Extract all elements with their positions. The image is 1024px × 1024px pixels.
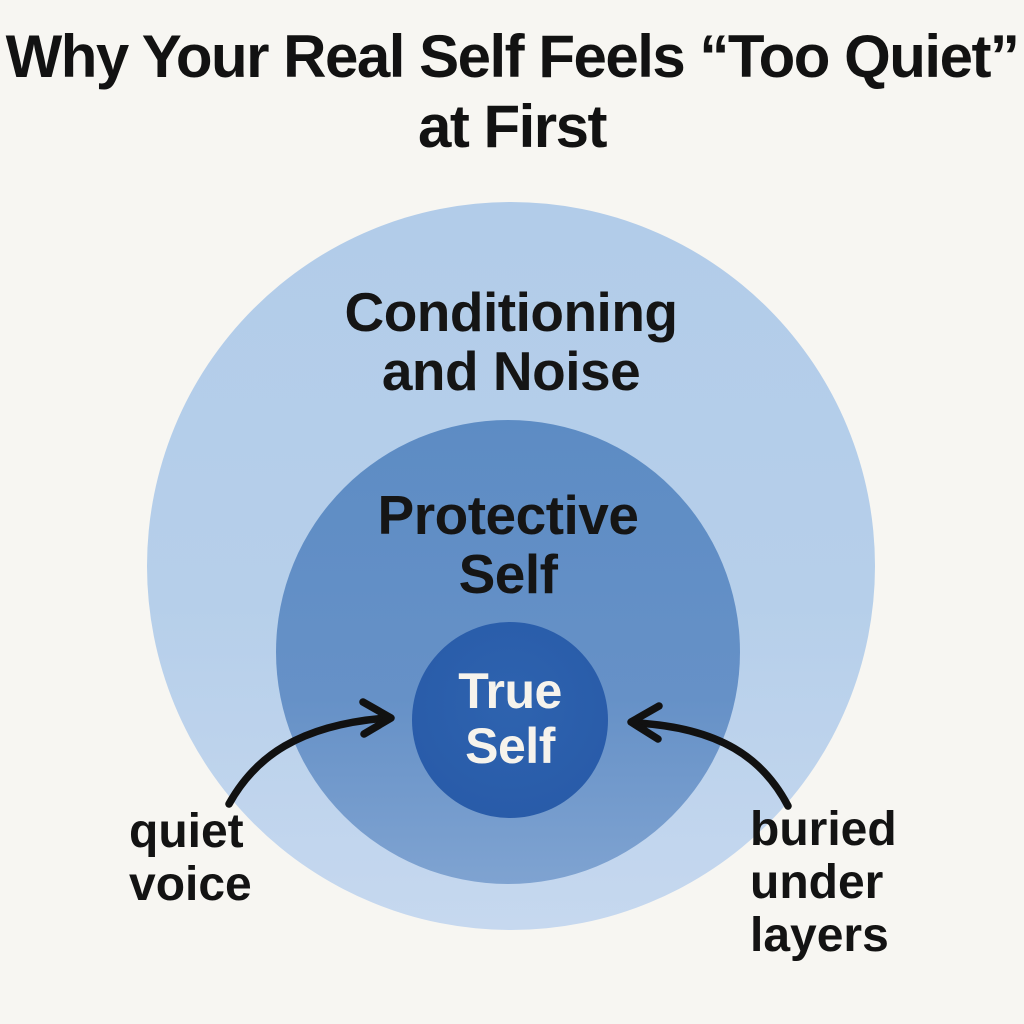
title-line-2: Feels “Too Quiet” at First: [417, 23, 1020, 161]
inner-circle-label-line-2: Self: [465, 718, 555, 774]
middle-circle-label-line-2: Self: [458, 542, 558, 605]
inner-circle-label: True Self: [412, 664, 608, 774]
annotation-quiet-voice-line-2: voice: [129, 857, 252, 911]
outer-circle-label: Conditioning and Noise: [147, 283, 875, 401]
annotation-buried-line-2: under: [750, 855, 884, 909]
annotation-quiet-voice: quiet voice: [129, 805, 252, 912]
page-title: Why Your Real Self Feels “Too Quiet” at …: [0, 22, 1024, 162]
middle-circle-label: Protective Self: [276, 486, 740, 604]
annotation-quiet-voice-line-1: quiet: [129, 805, 244, 858]
outer-circle-label-line-1: Conditioning: [344, 281, 678, 343]
middle-circle-label-line-1: Protective: [377, 484, 639, 546]
inner-circle-label-line-1: True: [458, 663, 562, 719]
outer-circle-label-line-2: and Noise: [381, 339, 641, 402]
annotation-buried-line-3: layers: [750, 908, 889, 962]
annotation-buried-line-1: buried: [750, 803, 897, 856]
annotation-buried-under-layers: buried under layers: [750, 803, 897, 962]
inner-circle-true-self: [412, 622, 608, 818]
title-line-1: Why Your Real Self: [5, 23, 525, 90]
